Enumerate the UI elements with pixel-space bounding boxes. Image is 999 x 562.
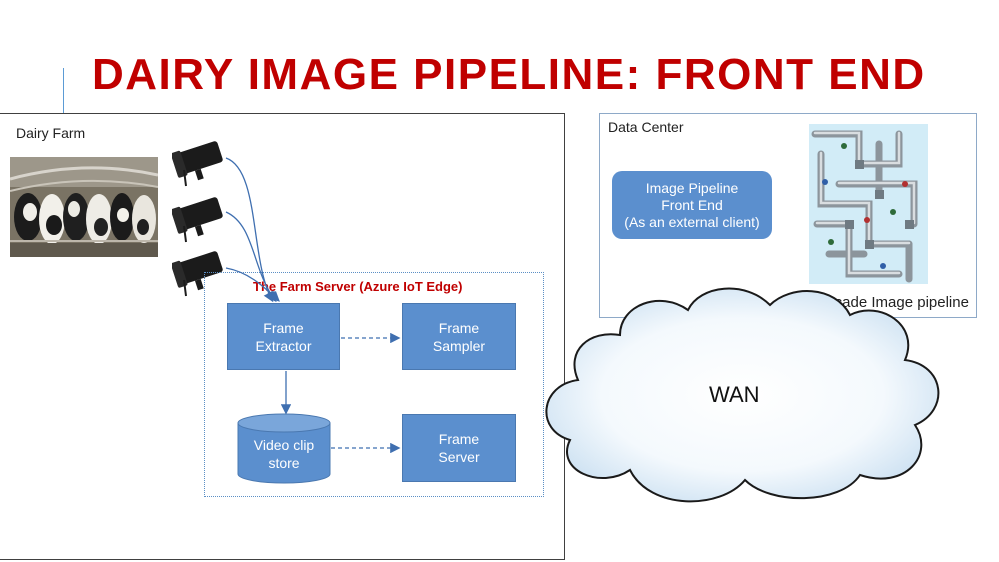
- frame-extractor-line1: Frame: [263, 319, 304, 336]
- security-camera-icon: [170, 188, 232, 244]
- dairy-farm-label: Dairy Farm: [16, 125, 86, 141]
- frame-sampler-box: Frame Sampler: [402, 303, 516, 370]
- front-end-line1: Image Pipeline: [645, 179, 739, 196]
- frame-sampler-line2: Sampler: [432, 337, 486, 354]
- security-camera-icon: [170, 242, 232, 298]
- front-end-line2: Front End: [661, 196, 723, 213]
- farm-server-container: [204, 272, 544, 497]
- front-end-line3: (As an external client): [624, 213, 760, 230]
- video-clip-store-line1: Video clip: [253, 437, 315, 453]
- dairy-cows-photo: [10, 157, 158, 257]
- frame-extractor-box: Frame Extractor: [227, 303, 340, 370]
- slide-title: DAIRY IMAGE PIPELINE: FRONT END: [92, 50, 926, 99]
- data-center-label: Data Center: [608, 119, 684, 135]
- wan-label: WAN: [709, 382, 760, 407]
- image-pipeline-front-end-box: Image Pipeline Front End (As an external…: [612, 171, 772, 239]
- title-accent-line: [63, 68, 64, 114]
- frame-sampler-line1: Frame: [438, 319, 480, 336]
- security-camera-icon: [170, 132, 232, 188]
- frame-server-line2: Server: [438, 449, 480, 465]
- frame-server-box: Frame Server: [402, 414, 516, 482]
- frame-server-line1: Frame: [438, 431, 480, 447]
- farm-server-title: The Farm Server (Azure IoT Edge): [253, 279, 463, 294]
- frame-extractor-line2: Extractor: [255, 337, 312, 354]
- cascade-pipeline-caption: Cascade Image pipeline: [808, 294, 969, 311]
- dairy-cows-illustration: [10, 157, 158, 257]
- cascade-pipes-illustration: [809, 124, 928, 284]
- video-clip-store-label: Video clip store: [238, 436, 330, 472]
- video-clip-store-line2: store: [268, 455, 300, 471]
- pipes-drawing: [809, 124, 928, 284]
